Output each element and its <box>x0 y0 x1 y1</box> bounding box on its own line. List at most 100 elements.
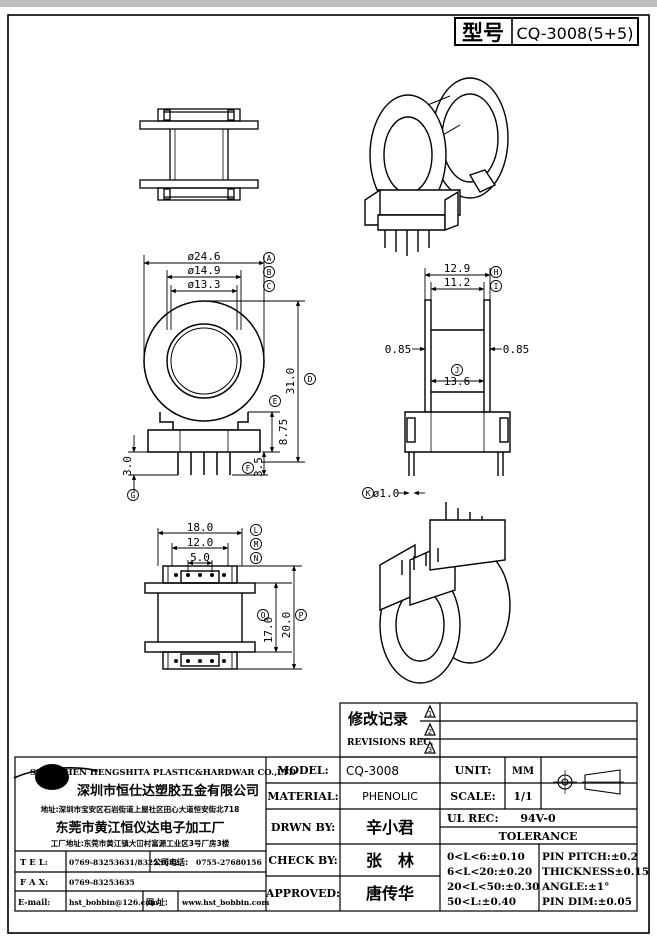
callout-g: G <box>131 491 136 500</box>
factory-address: 工厂地址:东莞市黄江镇大冚村富源工业区3号厂房3楼 <box>51 838 230 848</box>
web-value: www.hst_bobbin.com <box>181 898 269 907</box>
material-label: MATERIAL: <box>267 790 338 803</box>
tol-left-4: 50<L:±0.40 <box>447 896 516 908</box>
tol-right-2: THICKNESS±0.15 <box>542 866 649 878</box>
ul-value: 94V-0 <box>520 812 556 825</box>
revisions-title-en: REVISIONS REC. <box>347 738 433 748</box>
tol-left-2: 6<L<20:±0.20 <box>447 866 532 878</box>
bottom-view-pins <box>174 573 226 663</box>
dim-wall-right: 0.85 <box>503 343 530 356</box>
check-value: 张 林 <box>366 851 414 870</box>
email-label: E-mail: <box>18 897 50 907</box>
dim-h: 12.9 <box>444 262 471 275</box>
company-phone-label: 公司电话: <box>153 857 188 867</box>
dim-p: 20.0 <box>280 612 293 639</box>
revision-mark-2: 2 <box>428 728 432 736</box>
tol-right-4: PIN DIM:±0.05 <box>542 896 632 908</box>
callout-p: P <box>299 611 304 620</box>
fax-label: F A X: <box>20 878 48 888</box>
web-label: 网 址: <box>146 897 168 907</box>
tolerance-title: TOLERANCE <box>499 830 578 843</box>
tol-left-1: 0<L<6:±0.10 <box>447 851 525 863</box>
callout-d: D <box>308 375 313 384</box>
dim-g: 3.0 <box>121 456 134 476</box>
bottom-view-dimensions <box>157 528 302 670</box>
factory-name-cn: 东莞市黄江恒仪达电子加工厂 <box>55 820 224 836</box>
scale-label: SCALE: <box>450 790 495 803</box>
drawn-label: DRWN BY: <box>271 821 335 834</box>
tol-right-1: PIN PITCH:±0.2 <box>542 851 638 863</box>
front-view-dimensions <box>128 255 305 492</box>
dim-b: ø14.9 <box>187 264 220 277</box>
callouts <box>127 252 502 621</box>
callout-i: I <box>494 282 499 291</box>
company-phone-value: 0755-27680156 <box>196 858 262 867</box>
callout-letters: A B C D E F G H I J K L M N O P <box>131 254 499 620</box>
model-label: MODEL: <box>277 764 328 777</box>
top-view <box>139 108 259 201</box>
dim-wall-left: 0.85 <box>385 343 412 356</box>
approved-label: APPROVED: <box>265 887 340 900</box>
fax-value: 0769-83253635 <box>69 878 135 887</box>
dim-e: 8.75 <box>277 419 290 446</box>
isometric-view-2 <box>379 502 511 684</box>
dim-m: 12.0 <box>187 536 214 549</box>
company-address: 地址:深圳市宝安区石岩街道上屋社区田心大道恒安街北718 <box>41 804 240 814</box>
callout-h: H <box>494 268 499 277</box>
unit-value: MM <box>512 766 534 777</box>
callout-c: C <box>267 282 272 291</box>
dim-f: 3.5 <box>252 457 265 477</box>
tol-right-3: ANGLE:±1° <box>541 881 609 893</box>
dim-d: 31.0 <box>284 368 297 395</box>
unit-label: UNIT: <box>455 764 492 777</box>
callout-f: F <box>246 464 251 473</box>
callout-k: K <box>366 489 371 498</box>
projection-symbol-icon <box>553 769 624 795</box>
model-value: CQ-3008 <box>346 764 399 778</box>
revisions-title-cn: 修改记录 <box>347 710 408 728</box>
side-view <box>404 299 511 476</box>
scale-value: 1/1 <box>513 790 532 803</box>
tolerance-left: 0<L<6:±0.10 6<L<20:±0.20 20<L<50:±0.30 5… <box>447 851 539 908</box>
header-model-value: CQ-3008(5+5) <box>517 24 634 43</box>
tol-left-3: 20<L<50:±0.30 <box>447 881 539 893</box>
side-view-dimensions <box>398 268 502 496</box>
callout-m: M <box>254 540 259 549</box>
header-model-box: 型号 CQ-3008(5+5) <box>454 17 639 46</box>
company-logo <box>13 764 99 790</box>
tel-value: 0769-83253631/83253632 <box>69 858 179 867</box>
email-value: hst_bobbin@126.com <box>69 898 158 907</box>
dim-c: ø13.3 <box>187 278 220 291</box>
callout-b: B <box>267 268 272 277</box>
dim-n: 5.0 <box>190 551 210 564</box>
revision-mark-1: 1 <box>428 710 432 718</box>
callout-n: N <box>254 554 259 563</box>
bottom-view <box>144 565 256 670</box>
tolerance-right: PIN PITCH:±0.2 THICKNESS±0.15 ANGLE:±1° … <box>541 851 649 908</box>
drawn-value: 辛小君 <box>366 818 414 837</box>
material-value: PHENOLIC <box>362 790 418 803</box>
title-block-grid <box>14 756 638 912</box>
dim-j: 13.6 <box>444 375 471 388</box>
dim-i: 11.2 <box>444 276 471 289</box>
callout-l: L <box>254 526 259 535</box>
dim-k: ø1.0 <box>373 487 400 500</box>
dim-a: ø24.6 <box>187 250 220 263</box>
approved-value: 唐传华 <box>366 884 414 903</box>
company-name-cn: 深圳市恒仕达塑胶五金有限公司 <box>77 783 259 799</box>
front-view <box>143 300 265 475</box>
header-model-label: 型号 <box>462 21 504 45</box>
dim-o: 17.0 <box>262 617 275 644</box>
check-label: CHECK BY: <box>268 854 337 867</box>
callout-e: E <box>273 397 278 406</box>
sheet-border <box>7 14 650 934</box>
company-name-en: SHENZHEN HENGSHITA PLASTIC&HARDWAR CO.,L… <box>30 768 297 778</box>
callout-o: O <box>261 611 266 620</box>
callout-a: A <box>267 254 272 263</box>
dim-l: 18.0 <box>187 521 214 534</box>
tel-label: T E L: <box>20 858 48 868</box>
ul-label: UL REC: <box>447 812 499 825</box>
callout-j: J <box>455 366 460 375</box>
revision-mark-3: 3 <box>428 746 432 754</box>
